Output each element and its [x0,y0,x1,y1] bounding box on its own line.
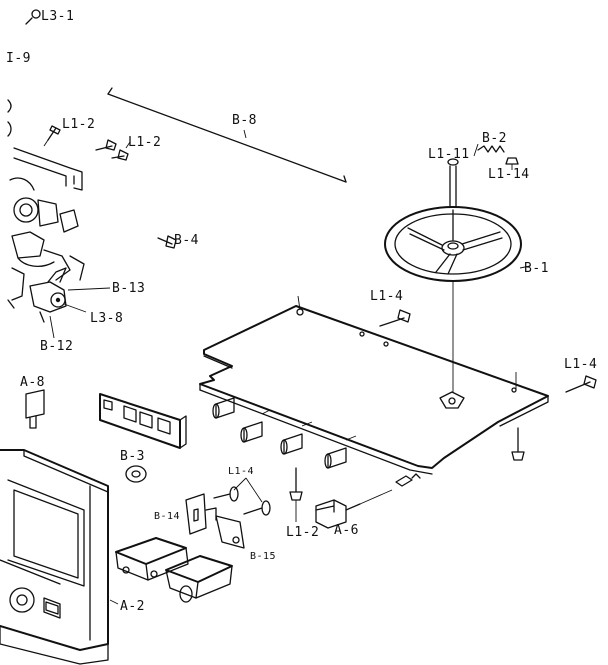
label-b-8: B-8 [232,113,257,128]
label-l1-4-right: L1-4 [564,357,598,372]
screw-l1-4-upper [379,309,411,327]
button-board [99,393,187,449]
screw-b-4 [157,235,177,249]
switch-a-8 [25,389,45,429]
label-a-8: A-8 [20,375,45,390]
label-l3-1: L3-1 [41,9,75,24]
bracket-b-14 [185,493,217,535]
label-a-6: A-6 [334,523,359,538]
screw-l1-2-bottom [289,467,303,522]
front-panel-a-2 [0,449,119,665]
label-b-14: B-14 [154,511,181,522]
screw-l3-1 [25,9,41,25]
spring-b-2 [473,143,505,157]
label-l1-2-bottom: L1-2 [286,525,320,540]
screw-l1-2-upper [43,125,61,147]
screw-right-bottom [511,427,525,461]
screw-l1-14 [505,157,519,170]
main-chassis-plate [199,295,549,487]
label-b-15: B-15 [250,551,277,562]
label-a-2: A-2 [120,599,145,614]
grommet-b-3 [125,465,147,483]
flywheel-b-1 [384,158,531,392]
label-b-13: B-13 [112,281,146,296]
knob-cap-left [115,537,189,581]
jack-a-6 [315,489,393,529]
belt-b-8 [107,87,347,183]
screw-l1-2-lower [95,139,131,161]
label-l3-8: L3-8 [90,311,124,326]
label-l1-11: L1-11 [428,147,470,162]
label-b-3: B-3 [120,449,145,464]
left-chassis-assembly [7,99,111,339]
label-l1-2-mid: L1-2 [128,135,162,150]
label-b-12: B-12 [40,339,74,354]
label-l1-4-mid: L1-4 [228,466,255,477]
label-l1-14: L1-14 [488,167,530,182]
screws-l1-4-pair [213,477,271,516]
bracket-b-15 [215,515,245,549]
knob-cap-right [165,555,233,603]
screw-l1-4-right [565,375,597,393]
label-b-1: B-1 [524,261,549,276]
label-l1-9: I-9 [6,51,31,66]
label-l1-2-top: L1-2 [62,117,96,132]
label-l1-4-top: L1-4 [370,289,404,304]
label-b-2: B-2 [482,131,507,146]
label-b-4: B-4 [174,233,199,248]
